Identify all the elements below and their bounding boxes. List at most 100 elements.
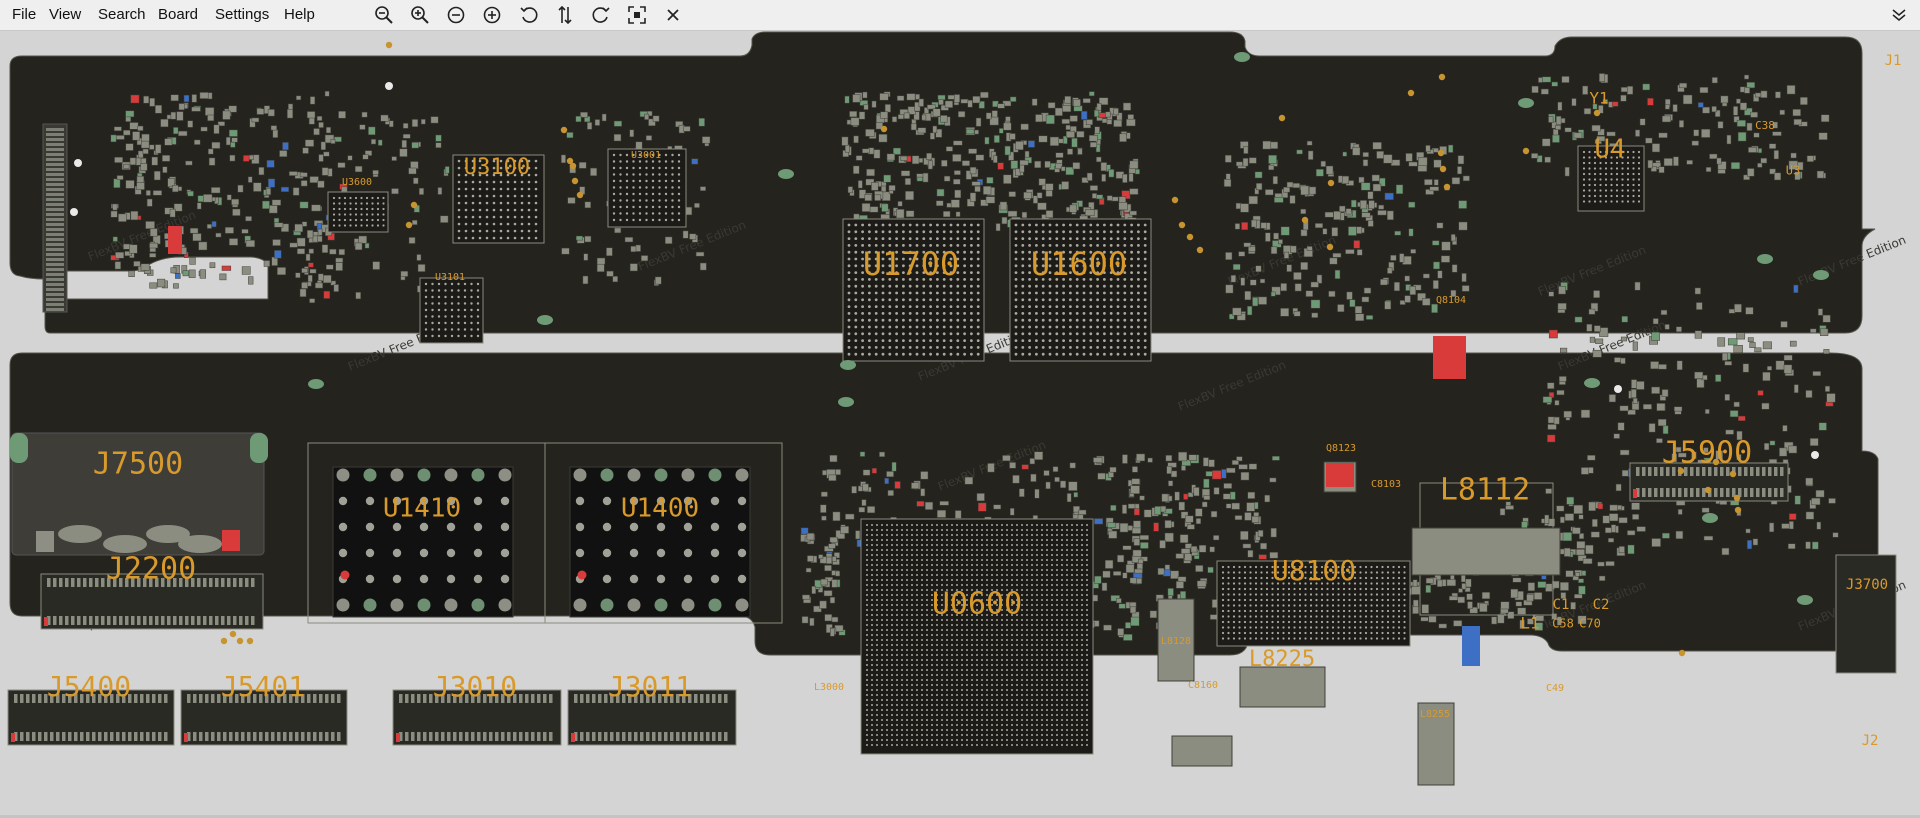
smd-component: [1448, 144, 1454, 153]
bga-ball: [1599, 178, 1602, 181]
smd-component: [149, 144, 155, 150]
bga-ball: [1588, 194, 1591, 198]
smd-component: [1676, 501, 1686, 506]
smd-component: [267, 109, 275, 117]
bga-ball: [970, 237, 973, 241]
bga-ball: [1055, 237, 1059, 241]
bga-ball: [956, 649, 958, 651]
smd-component: [1269, 477, 1277, 483]
bga-ball: [625, 153, 629, 157]
rotate-ccw-icon[interactable]: [516, 2, 542, 28]
bga-ball: [976, 271, 980, 274]
smd-component: [932, 108, 941, 117]
bga-ball: [1046, 524, 1048, 526]
smd-component: [1252, 297, 1259, 307]
bga-ball: [1116, 264, 1120, 268]
bga-ball: [1096, 298, 1099, 302]
bga-ball: [1041, 312, 1045, 315]
smd-component: [1746, 82, 1756, 89]
bga-ball: [911, 549, 913, 551]
bga-ball: [1041, 659, 1043, 661]
bga-ball: [1086, 569, 1088, 571]
bga-ball: [926, 629, 928, 631]
bga-ball: [1071, 599, 1073, 601]
bga-ball: [478, 236, 482, 240]
bga-ball: [343, 196, 347, 200]
bga-ball: [1016, 614, 1018, 616]
bga-ball: [664, 186, 668, 189]
smd-component: [1190, 546, 1198, 553]
bga-ball: [1109, 305, 1113, 308]
smd-component: [802, 594, 810, 600]
bga-ball: [1130, 230, 1133, 234]
smd-component: [820, 491, 828, 497]
smd-component: [1561, 76, 1570, 83]
bga-ball: [671, 205, 674, 209]
bga-ball: [901, 694, 903, 696]
bga-ball: [1021, 694, 1023, 696]
bga-ball: [1081, 569, 1083, 571]
bga-ball: [1081, 669, 1083, 671]
smd-component: [1306, 246, 1313, 251]
smd-component: [1139, 495, 1145, 501]
bga-ball: [981, 664, 983, 666]
menu-settings[interactable]: Settings: [215, 6, 270, 23]
bga-ball: [1062, 257, 1065, 261]
rotate-cw-icon[interactable]: [588, 2, 614, 28]
flip-icon[interactable]: [552, 2, 578, 28]
menu-search[interactable]: Search: [98, 6, 146, 23]
bga-ball: [866, 564, 868, 566]
smd-component: [871, 182, 879, 191]
bga-ball: [1016, 584, 1018, 586]
bga-ball: [916, 669, 918, 671]
close-icon[interactable]: [660, 2, 686, 28]
bga-ball: [1061, 699, 1063, 701]
smd-component: [1408, 161, 1418, 167]
menu-view[interactable]: View: [49, 6, 82, 23]
bga-ball: [902, 244, 905, 247]
bga-ball: [966, 599, 968, 601]
smd-component: [1665, 104, 1670, 110]
bga-ball: [936, 325, 939, 329]
bga-ball: [976, 704, 978, 706]
smd-component: [399, 148, 408, 157]
bga-ball: [1001, 624, 1003, 626]
bga-ball: [1036, 679, 1038, 681]
smd-component: [1410, 249, 1417, 254]
bga-ball: [476, 302, 480, 305]
zoom-out-icon[interactable]: [371, 2, 397, 28]
bga-ball: [961, 609, 963, 611]
menu-file[interactable]: File: [12, 6, 37, 23]
bga-ball: [916, 594, 918, 596]
bga-ball: [966, 709, 968, 711]
bga-ball: [854, 284, 858, 288]
bga-ball: [1006, 619, 1008, 621]
bga-ball: [1061, 674, 1063, 676]
smd-component: [1422, 273, 1430, 279]
bga-ball: [876, 629, 878, 631]
menu-board[interactable]: Board: [158, 6, 199, 23]
bga-ball: [926, 579, 928, 581]
smd-component: [1132, 549, 1142, 557]
chevron-down-icon[interactable]: [1886, 2, 1912, 28]
smd-component: [1555, 125, 1562, 130]
zoom-plus-circle-icon[interactable]: [479, 2, 505, 28]
menu-help[interactable]: Help: [284, 6, 315, 23]
bga-ball: [1021, 284, 1025, 288]
bga-ball: [921, 609, 923, 611]
bga-ball: [1632, 156, 1635, 159]
zoom-in-icon[interactable]: [407, 2, 433, 28]
fit-board-icon[interactable]: [624, 2, 650, 28]
bga-ball: [1021, 594, 1023, 596]
smd-component: [335, 262, 343, 271]
zoom-minus-circle-icon[interactable]: [443, 2, 469, 28]
bga-ball: [1123, 332, 1127, 336]
bga-ball: [896, 539, 898, 541]
bga-ball: [908, 305, 912, 308]
bga-ball: [1081, 649, 1083, 651]
bga-ball: [1014, 346, 1018, 349]
smd-component: [361, 111, 368, 118]
bga-ball: [986, 679, 988, 681]
